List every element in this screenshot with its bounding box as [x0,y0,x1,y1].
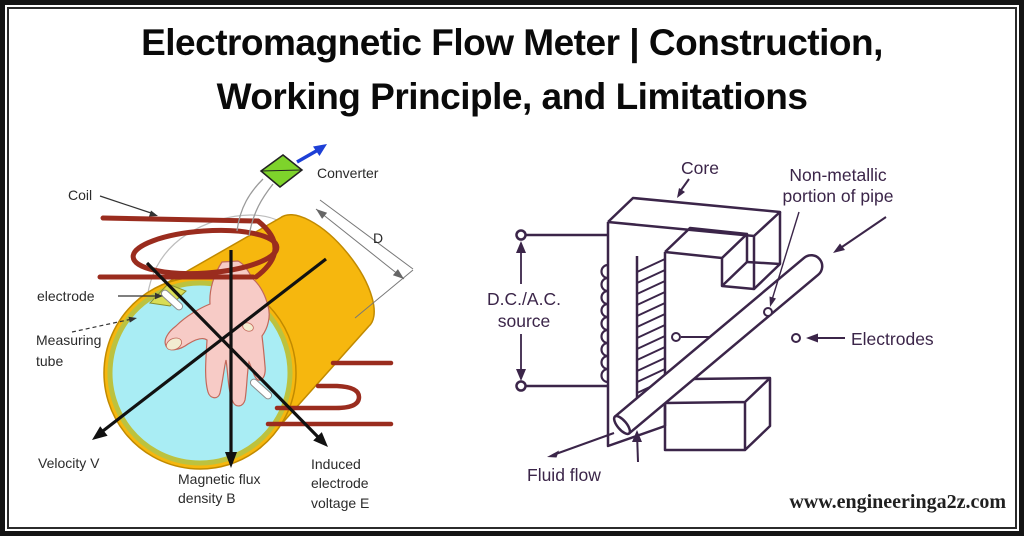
electrodes-pointer-head [806,333,818,343]
title-line-1: Electromagnetic Flow Meter | Constructio… [141,22,883,63]
coil-leader-head [149,210,158,217]
flux-arrowhead [225,452,237,468]
core-pointer-head [677,188,685,198]
measuring-tube-leader [71,318,133,333]
non-metallic-marker [763,307,773,317]
source-up-head [516,241,526,253]
induced-label-1: Induced [311,456,361,472]
flux-label-1: Magnetic flux [178,471,260,487]
page-title: Electromagnetic Flow Meter | Constructio… [30,16,994,123]
source-wiring [515,229,608,392]
electrode-terminal-right [791,333,801,343]
induced-label-2: electrode [311,475,369,491]
velocity-arrowhead [92,426,108,440]
coil-winding-bumps [600,263,610,384]
electrode-terminal-left [671,332,681,342]
dimension-arrowhead-top [316,209,328,219]
electrode-rod-lower [249,378,273,400]
source-label-2: source [498,311,551,331]
source-terminal-top [515,229,527,241]
non-metallic-pipe-end-head [833,243,845,253]
signal-wire-2 [248,183,274,237]
coil-loop [130,227,280,277]
velocity-arrow-line [98,257,327,436]
pipe [612,253,824,436]
pipe-end-cap [612,414,632,436]
source-label-1: D.C./A.C. [487,289,561,309]
core-label: Core [681,158,719,178]
flow-meter-schematic-diagram: Core Non-metallic portion of pipe D.C./A… [487,158,934,485]
fluid-flow-up-head [632,430,642,442]
diameter-label: D [373,230,383,246]
flux-label-2: density B [178,490,236,506]
schematic-arrowheads [516,188,845,458]
fluid-flow-label: Fluid flow [527,465,601,485]
magnet-coil [97,215,394,427]
electrodes-label: Electrodes [851,329,934,349]
non-metallic-label-1: Non-metallic [789,165,886,185]
output-arrow-line [296,148,319,164]
core-top-face [607,196,782,237]
leader-lines [71,195,158,333]
voltage-arrow-line [145,261,320,439]
converter-box [259,154,304,188]
coil-top-line [100,215,261,224]
fluid-flow-arrow-line [552,432,615,456]
title-line-2: Working Principle, and Limitations [216,75,808,117]
coil-lower-uturn [274,383,362,411]
electrode-rod-upper [160,289,184,311]
voltage-arrowhead [313,432,328,447]
vector-arrowheads [92,426,328,468]
dimension-line [315,208,405,280]
coil-label: Coil [68,187,92,203]
coil-leader [99,195,155,215]
converter-assembly [236,144,327,237]
watermark: www.engineeringa2z.com [789,491,1006,513]
flow-meter-cutaway-diagram: Coil Converter D electrode Measuring tub… [36,144,414,511]
non-metallic-pointer-pipe-end [838,216,887,250]
induced-label-3: voltage E [311,495,369,511]
non-metallic-pointer-long [770,211,800,304]
electrode-leader-head [155,292,163,300]
non-metallic-long-head [769,296,776,307]
measuring-tube-label-1: Measuring [36,332,101,348]
core-notch-depth-lines [664,226,749,262]
velocity-label: Velocity V [38,455,100,471]
dimension-arrowheads [316,209,404,279]
dimension-extension-1 [319,199,414,270]
source-down-head [516,369,526,381]
fluid-flow-head [547,450,559,458]
converter-label: Converter [317,165,379,181]
measuring-tube-label-2: tube [36,353,63,369]
schematic-labels: Core Non-metallic portion of pipe D.C./A… [487,158,934,485]
signal-wire-1 [236,178,264,232]
dimension-arrowhead-bottom [392,269,404,279]
vector-arrows [98,250,327,455]
source-terminal-bottom [515,380,527,392]
output-arrow-head [313,144,327,156]
electrode-label: electrode [37,288,95,304]
non-metallic-label-2: portion of pipe [783,186,894,206]
converter-crease [260,169,302,172]
leader-arrowheads [128,210,163,323]
measuring-leader-head [128,316,137,323]
fingernail-left [165,337,183,351]
core-front-profile [607,220,756,291]
